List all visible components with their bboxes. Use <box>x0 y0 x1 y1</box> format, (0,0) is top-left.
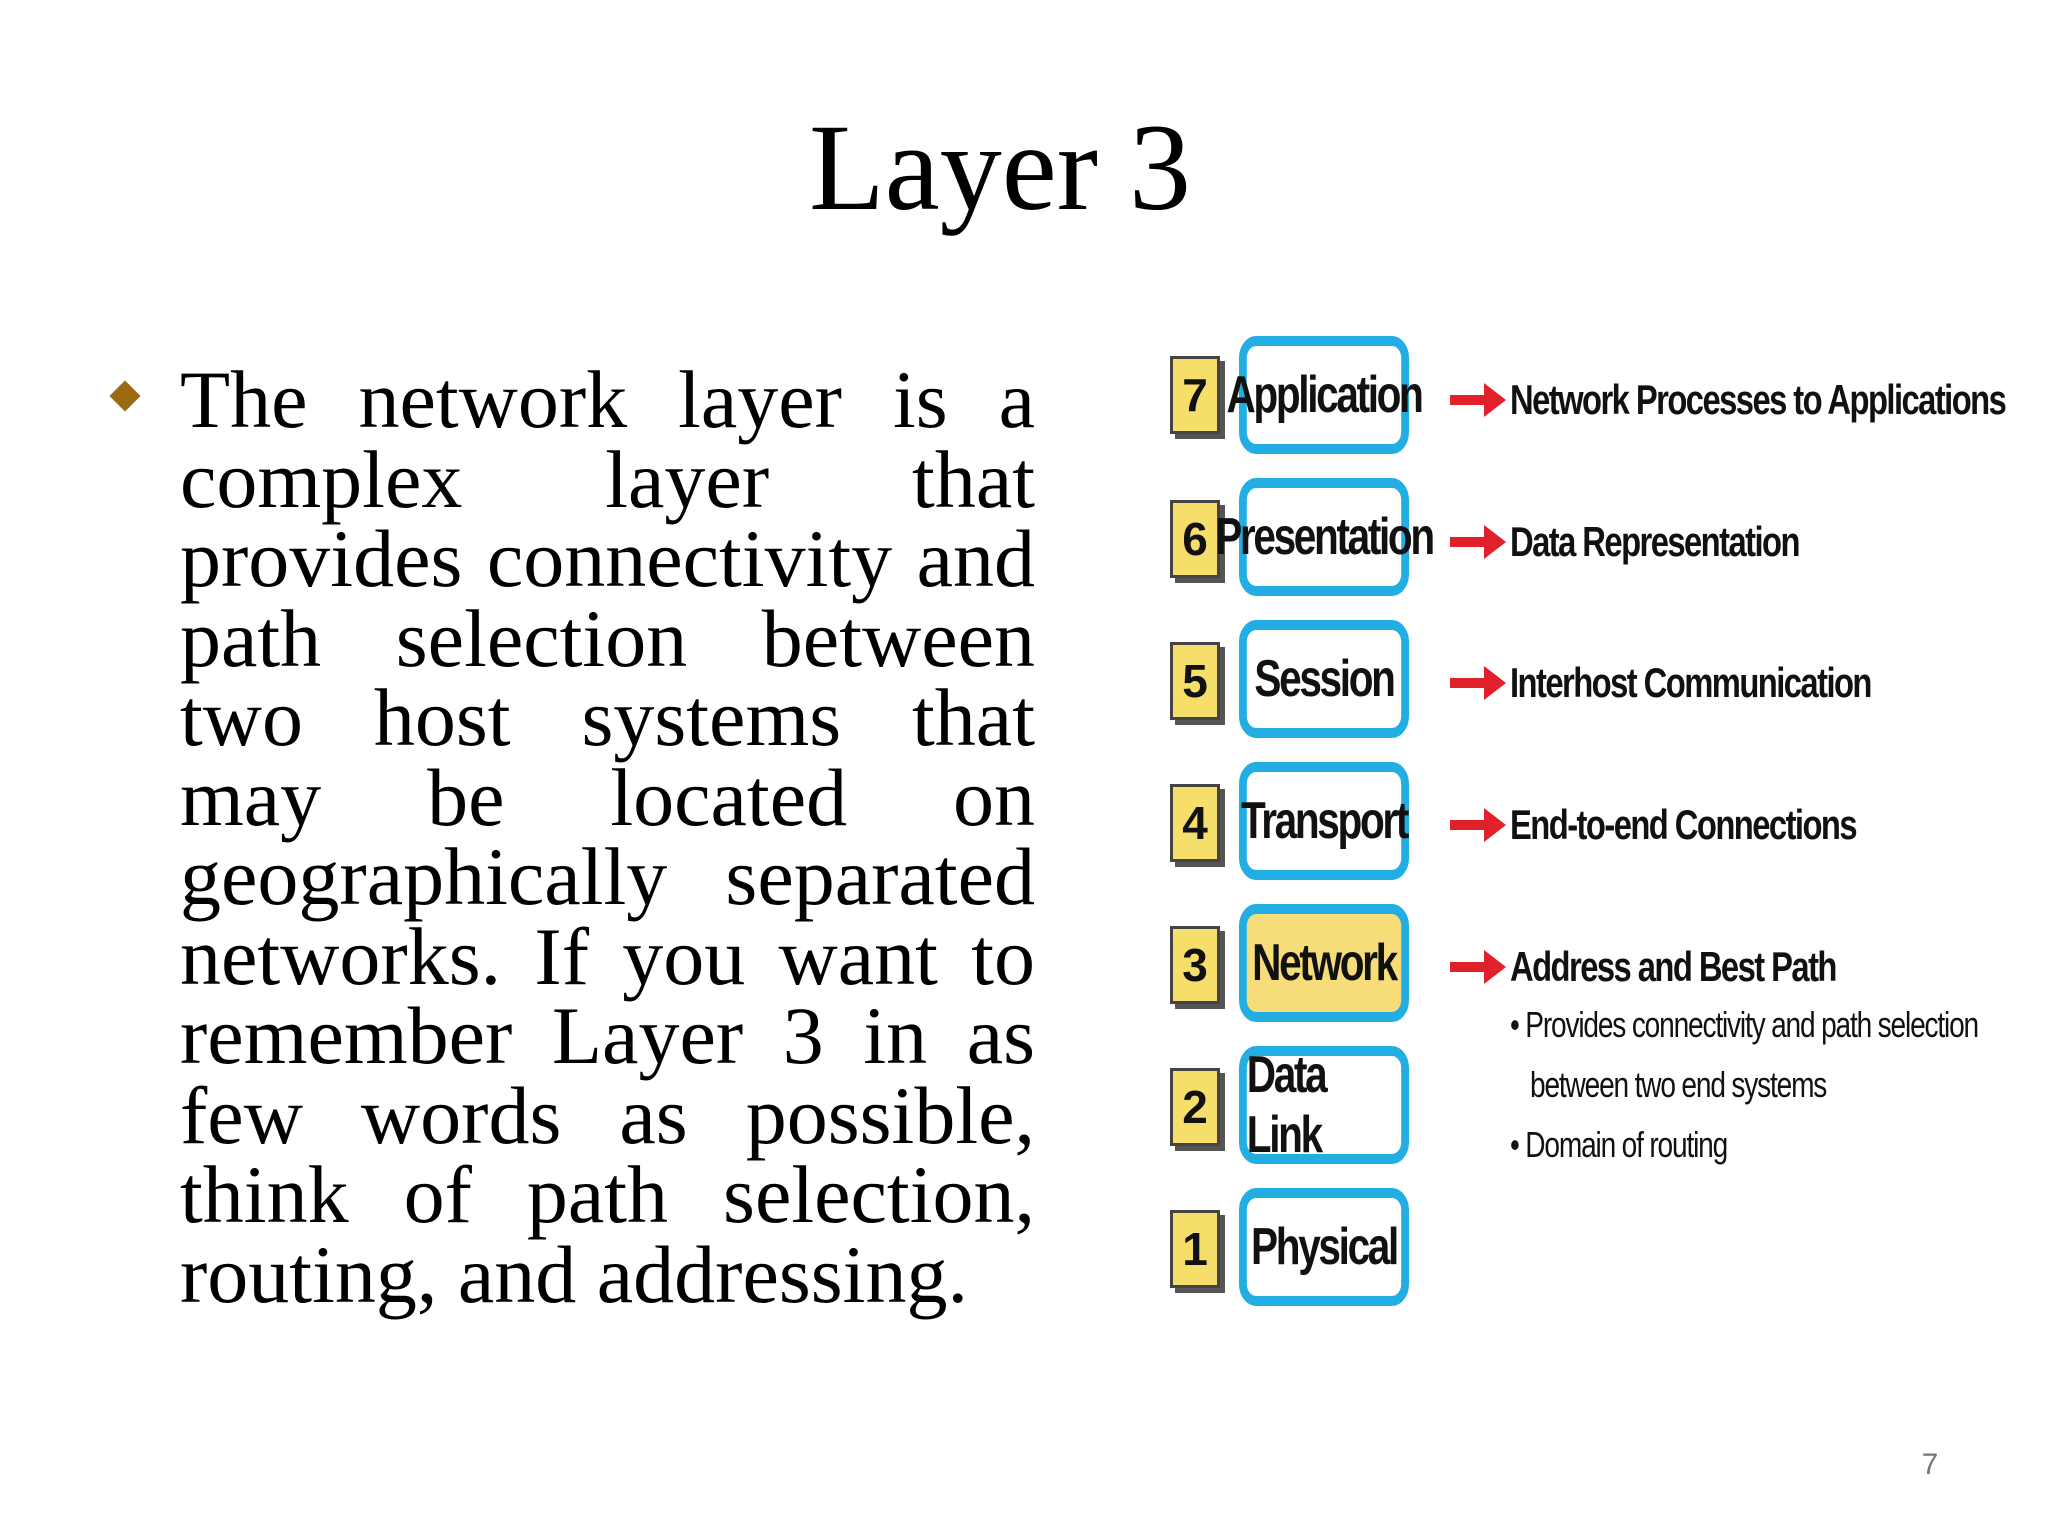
layer-box-application: Application <box>1226 336 1424 454</box>
bullet-text: The network layer is a complex layer tha… <box>180 354 1035 1320</box>
layer-number-4: 4 <box>1170 784 1220 862</box>
layer-number-7: 7 <box>1170 356 1220 434</box>
layer-number-2: 2 <box>1170 1068 1220 1146</box>
osi-model-diagram: 7 Application Network Processes to Appli… <box>1160 318 2010 1358</box>
layer-box-physical: Physical <box>1238 1188 1410 1306</box>
layer-box-presentation: Presentation <box>1215 478 1435 596</box>
slide-title: Layer 3 <box>808 99 1192 236</box>
page-number: 7 <box>1921 1448 1939 1481</box>
layer-box-network: Network <box>1238 904 1410 1022</box>
arrow-right-icon <box>1450 950 1506 984</box>
layer-number-1: 1 <box>1170 1210 1220 1288</box>
layer-number-6: 6 <box>1170 500 1220 578</box>
layer-description-application: Network Processes to Applications <box>1510 376 2007 423</box>
network-detail-2: between two end systems <box>1530 1064 1827 1105</box>
layer-description-transport: End-to-end Connections <box>1510 801 1858 848</box>
arrow-right-icon <box>1450 666 1506 700</box>
arrow-right-icon <box>1450 808 1506 842</box>
layer-description-presentation: Data Representation <box>1510 518 1801 565</box>
layer-number-3: 3 <box>1170 926 1220 1004</box>
arrow-right-icon <box>1450 525 1506 559</box>
network-detail-1: • Provides connectivity and path selecti… <box>1510 1004 1979 1045</box>
layer-box-session: Session <box>1238 620 1410 738</box>
layer-box-data-link: Data Link <box>1238 1046 1410 1164</box>
layer-box-transport: Transport <box>1238 762 1409 880</box>
arrow-right-icon <box>1450 383 1506 417</box>
bullet-diamond-icon <box>109 380 141 412</box>
network-detail-3: • Domain of routing <box>1510 1124 1728 1165</box>
layer-description-network: Address and Best Path <box>1510 943 1837 990</box>
layer-description-session: Interhost Communication <box>1510 659 1872 706</box>
layer-number-5: 5 <box>1170 642 1220 720</box>
